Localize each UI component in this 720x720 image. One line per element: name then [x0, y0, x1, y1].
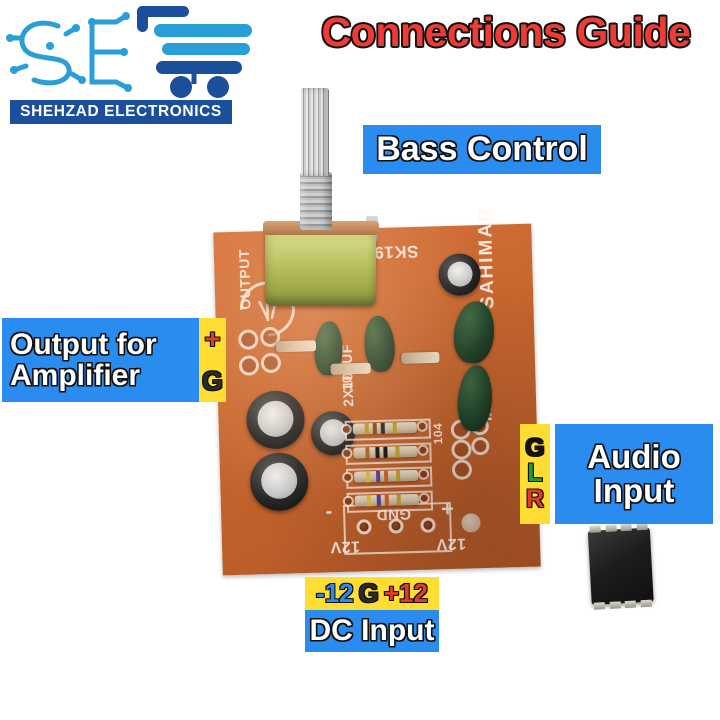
shopping-cart-icon	[137, 6, 252, 98]
brand-logo: SHEHZAD ELECTRONICS	[6, 4, 256, 126]
output-pin-ground: G	[201, 365, 223, 396]
silk-cap-104-b: 104	[430, 422, 446, 445]
resistor-1	[352, 421, 417, 435]
resistor-vertical-3	[401, 351, 440, 364]
resistor-4	[354, 493, 419, 507]
dc-pin-minus12: -12	[316, 578, 354, 608]
callout-output-line2: Amplifier	[10, 359, 141, 392]
output-pin-legend: + G	[199, 318, 226, 402]
audio-pin-legend: G L R	[520, 424, 550, 524]
callout-output-line1: Output for	[10, 327, 157, 361]
pot-knurled-shaft[interactable]	[301, 88, 329, 176]
film-cap-3	[450, 299, 498, 366]
audio-pin-ground: G	[525, 433, 545, 462]
audio-pin-right: R	[525, 484, 545, 513]
resistor-2	[353, 445, 418, 459]
callout-audio-input: Audio Input	[555, 424, 713, 524]
callout-output-amplifier: Output for Amplifier	[2, 318, 199, 402]
dc-pin-ground: G	[358, 578, 379, 608]
output-pad-4	[260, 352, 282, 374]
silk-brand: SAHIMAR	[474, 205, 499, 310]
dc-pin-legend: -12 G +12	[305, 577, 439, 610]
callout-dc-input: DC Input	[305, 610, 439, 652]
input-pad-5	[471, 436, 490, 456]
resistor-3	[354, 469, 419, 483]
mounting-hole	[461, 513, 481, 533]
electrolytic-cap-100uf-b	[249, 451, 310, 512]
brand-name: SHEHZAD ELECTRONICS	[10, 100, 232, 124]
output-pin-plus: +	[204, 323, 221, 354]
input-pad-3	[451, 459, 473, 480]
callout-audio-line2: Input	[593, 472, 675, 509]
resistor-vertical-2	[330, 362, 371, 375]
audio-pin-left: L	[527, 459, 543, 488]
dual-opamp-ic	[587, 522, 654, 610]
output-pad-3	[238, 355, 260, 376]
electrolytic-cap-4u7	[437, 253, 482, 297]
page-title: Connections Guide	[321, 8, 691, 55]
resistor-vertical-1	[275, 340, 317, 353]
callout-bass-control: Bass Control	[363, 125, 601, 174]
output-pad-1	[238, 329, 259, 350]
bass-control-potentiometer[interactable]	[265, 226, 376, 306]
dc-pin-plus12: +12	[383, 578, 428, 608]
logo-mark-icon	[6, 6, 252, 98]
pcb-board: SK194 4U7 224 SAHIMAR OUTPUT INPUT GND 1…	[213, 206, 654, 610]
film-cap-4	[455, 364, 495, 433]
silk-polarity-minus: -	[324, 502, 333, 525]
input-pad-2	[451, 439, 472, 460]
pot-threaded-bushing	[300, 172, 332, 230]
electrolytic-cap-100uf-a	[245, 390, 306, 450]
callout-audio-line1: Audio	[587, 437, 681, 475]
